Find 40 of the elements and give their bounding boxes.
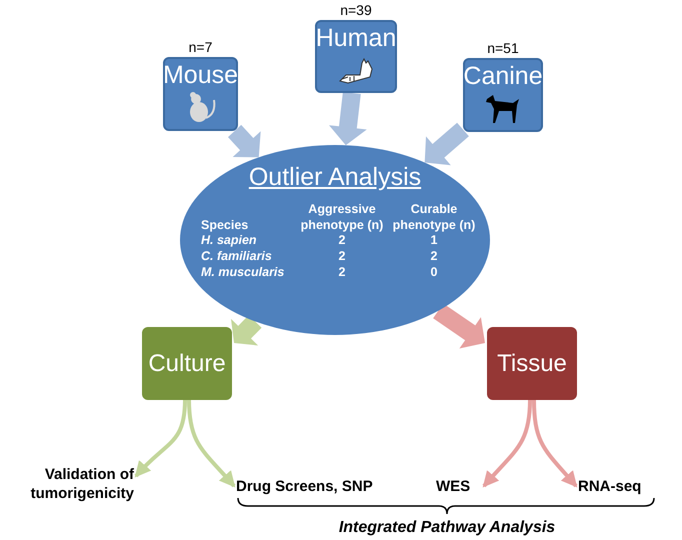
output-label: Validation of tumorigenicity [30,466,134,502]
curved-arrow [532,400,578,488]
bracket-caption: Integrated Pathway Analysis [338,518,556,538]
sample-count: n=39 [339,1,373,20]
species-box [463,58,543,132]
column-header: Curable phenotype (n) [392,202,476,234]
table-cell-text: H. sapien [200,233,258,249]
block-arrow [329,92,367,146]
table-cell-text: 0 [430,264,438,280]
column-header: Species [200,218,250,234]
culture-box [142,327,232,400]
table-cell-text: 2 [338,248,346,264]
species-label: Human [316,26,396,51]
output-label: WES [436,478,470,495]
column-header: Aggressive phenotype (n) [300,202,384,234]
curved-arrow [482,400,532,488]
box-label: Culture [148,348,226,378]
curved-arrow [134,400,187,478]
output-label: RNA-seq [578,478,642,495]
table-cell-text: 2 [430,248,438,264]
species-box [315,20,397,93]
sample-count: n=51 [486,39,520,58]
table-cell-text: M. muscularis [200,264,286,280]
table-cell-text: 1 [430,233,438,249]
ellipse-title: Outlier Analysis [248,165,422,190]
curved-arrow [187,400,236,488]
species-label: Canine [463,64,543,89]
table-cell-text: C. familiaris [200,248,273,264]
tissue-box [487,327,577,400]
table-cell-text: 2 [338,264,346,280]
table-cell-text: 2 [338,233,346,249]
box-label: Tissue [497,348,567,378]
sample-count: n=7 [188,38,214,57]
species-label: Mouse [162,63,238,88]
block-arrow [231,315,262,346]
block-arrow [228,124,261,158]
block-arrow [424,122,469,166]
block-arrow [433,304,485,348]
species-box [163,57,238,131]
output-label: Drug Screens, SNP [236,478,373,495]
